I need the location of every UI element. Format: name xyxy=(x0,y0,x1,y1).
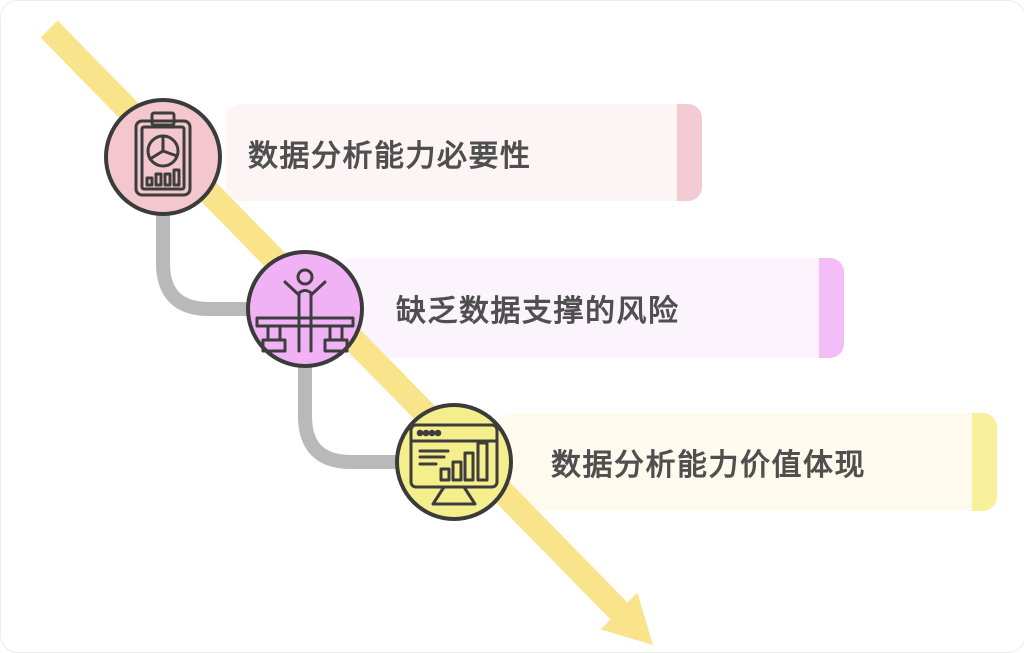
step-bar xyxy=(226,104,702,201)
connector-line xyxy=(298,361,405,469)
monitor-chart-icon xyxy=(409,423,499,506)
step-label: 数据分析能力价值体现 xyxy=(551,449,866,482)
person-hurdle-icon xyxy=(255,268,355,353)
step-bar xyxy=(338,258,844,358)
step-bar-tab xyxy=(972,413,997,511)
step-circle xyxy=(104,98,222,216)
step-circle xyxy=(246,250,364,368)
clipboard-chart-icon xyxy=(134,111,192,197)
step-bar-tab xyxy=(819,258,844,358)
step-bar xyxy=(496,413,997,511)
step-label: 数据分析能力必要性 xyxy=(248,140,532,173)
step-label: 缺乏数据支撑的风险 xyxy=(396,295,680,328)
step-bar-tab xyxy=(677,104,702,201)
connector-line xyxy=(156,206,253,316)
